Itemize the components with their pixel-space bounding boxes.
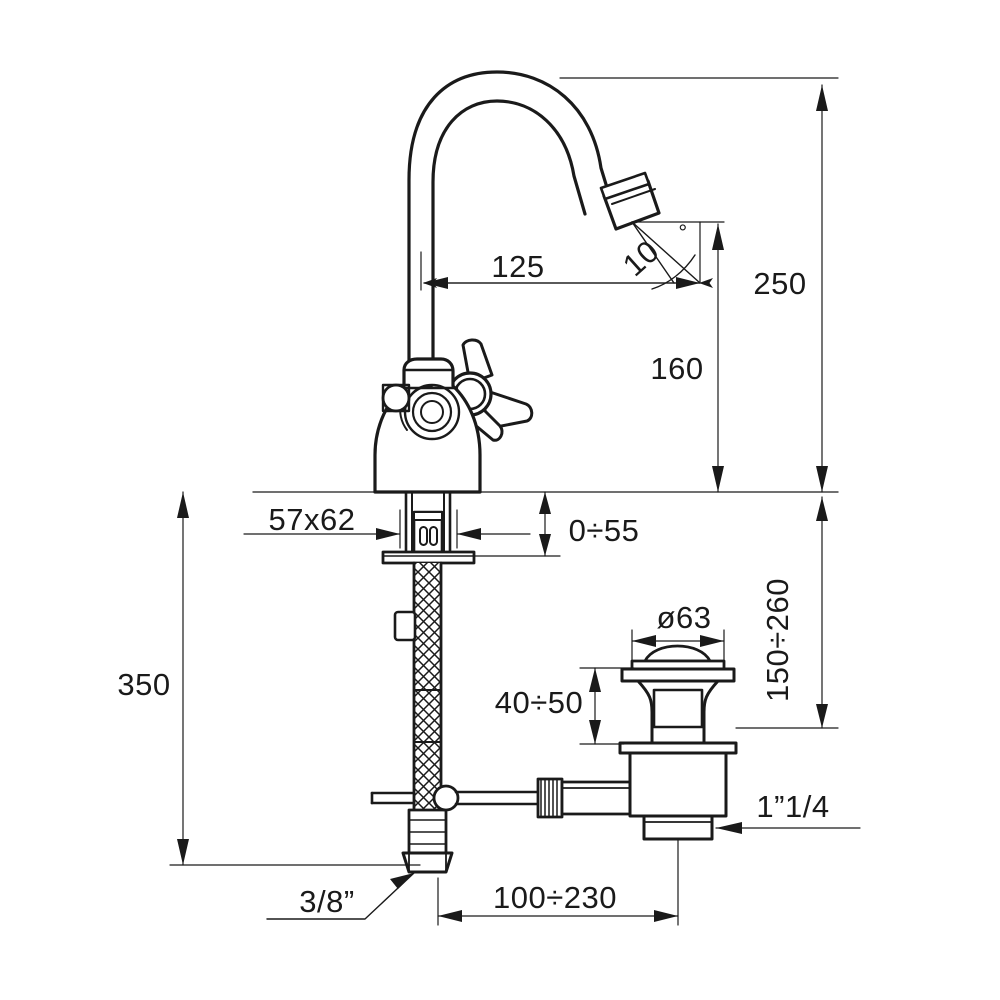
dimension-shank-length xyxy=(169,491,421,866)
dimension-label-outlet-height: 160 xyxy=(650,351,703,386)
dimension-body-footprint xyxy=(243,509,531,549)
popup-rod xyxy=(370,777,632,819)
dimension-label-waste-cap-diameter: ø63 xyxy=(657,600,712,635)
dimension-label-overall-height: 250 xyxy=(753,266,806,301)
dimension-label-waste-height-range: 150÷260 xyxy=(760,578,795,702)
aerator xyxy=(599,171,661,231)
dimension-label-waste-offset: 100÷230 xyxy=(493,880,617,915)
dimension-aerator-angle xyxy=(631,221,725,290)
dimension-overall-height xyxy=(559,77,839,493)
flexible-hose xyxy=(393,561,443,812)
dimension-waste-thread xyxy=(715,822,861,834)
supply-nut xyxy=(401,808,454,874)
dimension-label-shank-length: 350 xyxy=(117,667,170,702)
popup-waste xyxy=(618,644,738,818)
tap-body xyxy=(373,357,482,494)
dimension-supply-thread xyxy=(266,872,415,920)
dimension-waste-offset xyxy=(437,839,679,926)
mounting-shank xyxy=(381,490,476,565)
dimension-label-spout-reach: 125 xyxy=(491,249,544,284)
dimension-deck-thickness xyxy=(473,491,561,557)
dimension-label-body-footprint: 57x62 xyxy=(269,502,356,537)
dimension-spout-reach xyxy=(420,221,713,291)
dimension-waste-height-range xyxy=(735,496,839,729)
dimension-label-waste-thread: 1”1/4 xyxy=(756,789,829,824)
dimension-waste-cap-diameter xyxy=(631,629,725,670)
gooseneck-spout xyxy=(407,70,614,382)
dimension-label-aerator-angle: 10 ° xyxy=(616,220,687,283)
dimension-basin-thickness xyxy=(579,667,635,745)
dimension-outlet-height xyxy=(712,223,724,493)
svg-text:°: ° xyxy=(678,220,687,245)
waste-outlet xyxy=(642,814,714,841)
dimension-label-basin-thickness: 40÷50 xyxy=(495,685,583,720)
dimension-label-supply-thread: 3/8” xyxy=(299,884,354,919)
svg-text:10: 10 xyxy=(616,233,666,283)
dimension-label-deck-thickness: 0÷55 xyxy=(569,513,640,548)
